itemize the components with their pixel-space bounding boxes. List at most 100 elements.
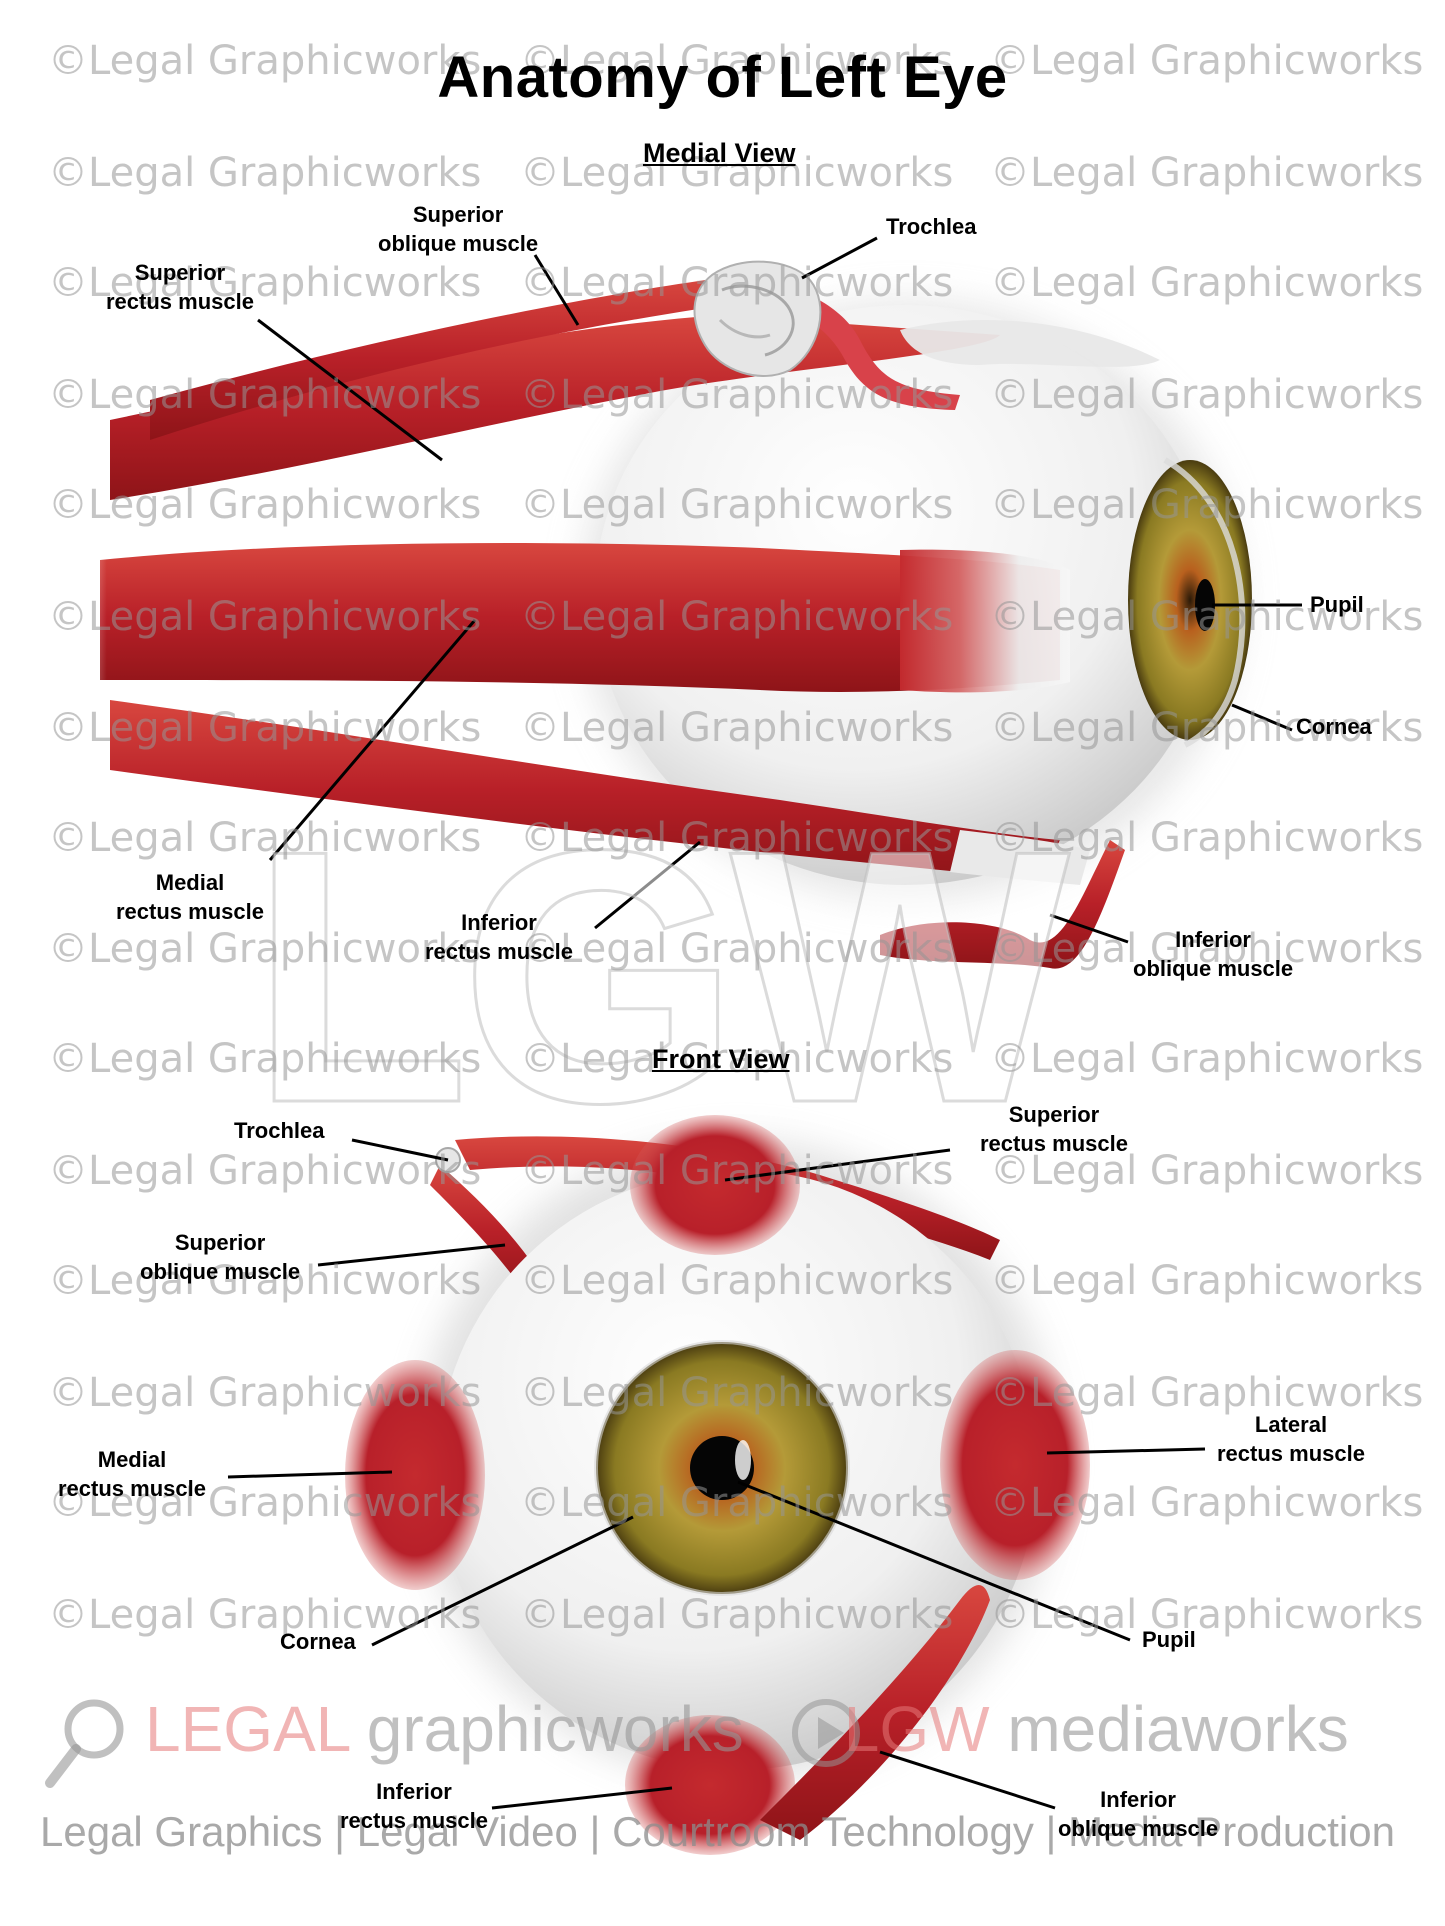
- watermark-text: ©Legal Graphicworks: [520, 1148, 954, 1194]
- label-front-superior-oblique: Superior oblique muscle: [140, 1230, 301, 1284]
- watermark-text: ©Legal Graphicworks: [990, 1258, 1424, 1304]
- label-medial-superior-oblique: Superior oblique muscle: [378, 202, 539, 256]
- label-medial-pupil: Pupil: [1310, 592, 1364, 617]
- watermark-text: ©Legal Graphicworks: [990, 1148, 1424, 1194]
- front-cornea-iris: [594, 1340, 850, 1596]
- front-medial-rectus-muscle: [345, 1360, 485, 1590]
- leader-front-cornea: [371, 1515, 634, 1647]
- watermark-text: ©Legal Graphicworks: [520, 38, 954, 84]
- label-front-pupil: Pupil: [1142, 1627, 1196, 1652]
- watermark-text: ©Legal Graphicworks: [48, 1258, 482, 1304]
- medial-view-illustration: [60, 260, 1252, 969]
- watermark-text: ©Legal Graphicworks: [990, 1036, 1424, 1082]
- watermark-text: ©Legal Graphicworks: [520, 150, 954, 196]
- label-medial-cornea: Cornea: [1296, 714, 1372, 739]
- medial-inferior-rectus-muscle: [110, 700, 1060, 880]
- brand-tagline: Legal Graphics | Legal Video | Courtroom…: [40, 1808, 1395, 1855]
- leader-front-lateral-rectus: [1046, 1447, 1206, 1455]
- label-front-cornea: Cornea: [280, 1629, 356, 1654]
- watermark-text: ©Legal Graphicworks: [520, 926, 954, 972]
- front-lateral-rectus-muscle: [940, 1350, 1090, 1580]
- watermark-text: ©Legal Graphicworks: [990, 260, 1424, 306]
- watermark-text: ©Legal Graphicworks: [990, 815, 1424, 861]
- watermark-text: ©Legal Graphicworks: [990, 150, 1424, 196]
- medial-medial-rectus-muscle: [100, 543, 1060, 692]
- watermark-text: ©Legal Graphicworks: [520, 1480, 954, 1526]
- front-view-illustration: [345, 1115, 1090, 1855]
- medial-superior-oblique-muscle: [150, 278, 760, 440]
- watermark-text: ©Legal Graphicworks: [520, 705, 954, 751]
- magnifier-icon: [45, 1699, 124, 1788]
- play-icon: [792, 1699, 860, 1767]
- watermark-text: ©Legal Graphicworks: [520, 1258, 954, 1304]
- leader-medial-trochlea: [801, 236, 878, 280]
- watermark-text: ©Legal Graphicworks: [520, 482, 954, 528]
- page-title: Anatomy of Left Eye: [437, 45, 1008, 110]
- label-front-superior-rectus: Superior rectus muscle: [980, 1102, 1128, 1156]
- watermark-text: ©Legal Graphicworks: [48, 1592, 482, 1638]
- label-front-lateral-rectus: Lateral rectus muscle: [1217, 1412, 1365, 1466]
- label-front-trochlea: Trochlea: [234, 1118, 325, 1143]
- medial-pupil: [1195, 579, 1215, 631]
- watermark-text: ©Legal Graphicworks: [520, 1370, 954, 1416]
- leader-front-medial-rectus: [227, 1470, 393, 1479]
- leader-front-pupil: [737, 1480, 1131, 1642]
- watermark-text: ©Legal Graphicworks: [520, 594, 954, 640]
- watermark-text: ©Legal Graphicworks: [990, 1592, 1424, 1638]
- watermark-text: ©Legal Graphicworks: [48, 150, 482, 196]
- watermark-text: ©Legal Graphicworks: [48, 1370, 482, 1416]
- watermark-text: ©Legal Graphicworks: [990, 926, 1424, 972]
- medial-trochlea: [693, 260, 822, 377]
- watermark-text: ©Legal Graphicworks: [48, 815, 482, 861]
- leader-front-superior-rectus: [724, 1148, 951, 1182]
- watermark-text: ©Legal Graphicworks: [520, 372, 954, 418]
- lgw-watermark: LGW: [249, 775, 1072, 1180]
- watermark-text: ©Legal Graphicworks: [520, 1592, 954, 1638]
- watermark-text: ©Legal Graphicworks: [520, 260, 954, 306]
- leader-medial-cornea: [1231, 703, 1293, 732]
- leader-medial-medial-rectus: [268, 619, 477, 861]
- label-front-inferior-oblique: Inferior oblique muscle: [1058, 1787, 1219, 1841]
- leader-front-trochlea: [351, 1138, 449, 1162]
- leader-front-superior-oblique: [317, 1243, 506, 1267]
- watermark-text: ©Legal Graphicworks: [990, 705, 1424, 751]
- watermark-text: ©Legal Graphicworks: [990, 38, 1424, 84]
- leader-front-inferior-rectus: [491, 1786, 673, 1810]
- leader-medial-inferior-oblique: [1049, 913, 1129, 944]
- watermark-text: ©Legal Graphicworks: [48, 1036, 482, 1082]
- medial-view-heading: Medial View: [643, 138, 796, 168]
- watermark-text: ©Legal Graphicworks: [990, 482, 1424, 528]
- watermark-text: ©Legal Graphicworks: [520, 815, 954, 861]
- leader-front-inferior-oblique: [879, 1750, 1056, 1810]
- label-medial-trochlea: Trochlea: [886, 214, 977, 239]
- label-medial-superior-rectus: Superior rectus muscle: [106, 260, 254, 314]
- label-medial-inferior-oblique: Inferior oblique muscle: [1133, 927, 1294, 981]
- watermark-text: ©Legal Graphicworks: [48, 372, 482, 418]
- leader-medial-superior-oblique: [533, 254, 580, 326]
- watermark-text: ©Legal Graphicworks: [520, 1036, 954, 1082]
- medial-cornea-iris: [1128, 457, 1252, 748]
- leader-medial-inferior-rectus: [594, 840, 701, 930]
- label-medial-medial-rectus: Medial rectus muscle: [116, 870, 264, 924]
- watermark-text: ©Legal Graphicworks: [48, 705, 482, 751]
- watermark-text: ©Legal Graphicworks: [48, 260, 482, 306]
- watermark-text: ©Legal Graphicworks: [48, 594, 482, 640]
- front-inferior-rectus-muscle: [625, 1715, 795, 1855]
- watermark-text: ©Legal Graphicworks: [48, 1148, 482, 1194]
- watermark-text: ©Legal Graphicworks: [990, 594, 1424, 640]
- leader-lines: [227, 236, 1302, 1810]
- watermark-text: ©Legal Graphicworks: [990, 1370, 1424, 1416]
- watermark-text: ©Legal Graphicworks: [48, 926, 482, 972]
- front-view-heading: Front View: [652, 1044, 790, 1074]
- watermark-text: ©Legal Graphicworks: [48, 1480, 482, 1526]
- label-front-medial-rectus: Medial rectus muscle: [58, 1447, 206, 1501]
- medial-inferior-oblique-muscle: [880, 840, 1125, 969]
- front-inferior-oblique-muscle: [760, 1585, 990, 1840]
- label-medial-inferior-rectus: Inferior rectus muscle: [425, 910, 573, 964]
- leader-medial-superior-rectus: [257, 318, 443, 462]
- watermark-text: ©Legal Graphicworks: [990, 372, 1424, 418]
- label-front-inferior-rectus: Inferior rectus muscle: [340, 1779, 488, 1833]
